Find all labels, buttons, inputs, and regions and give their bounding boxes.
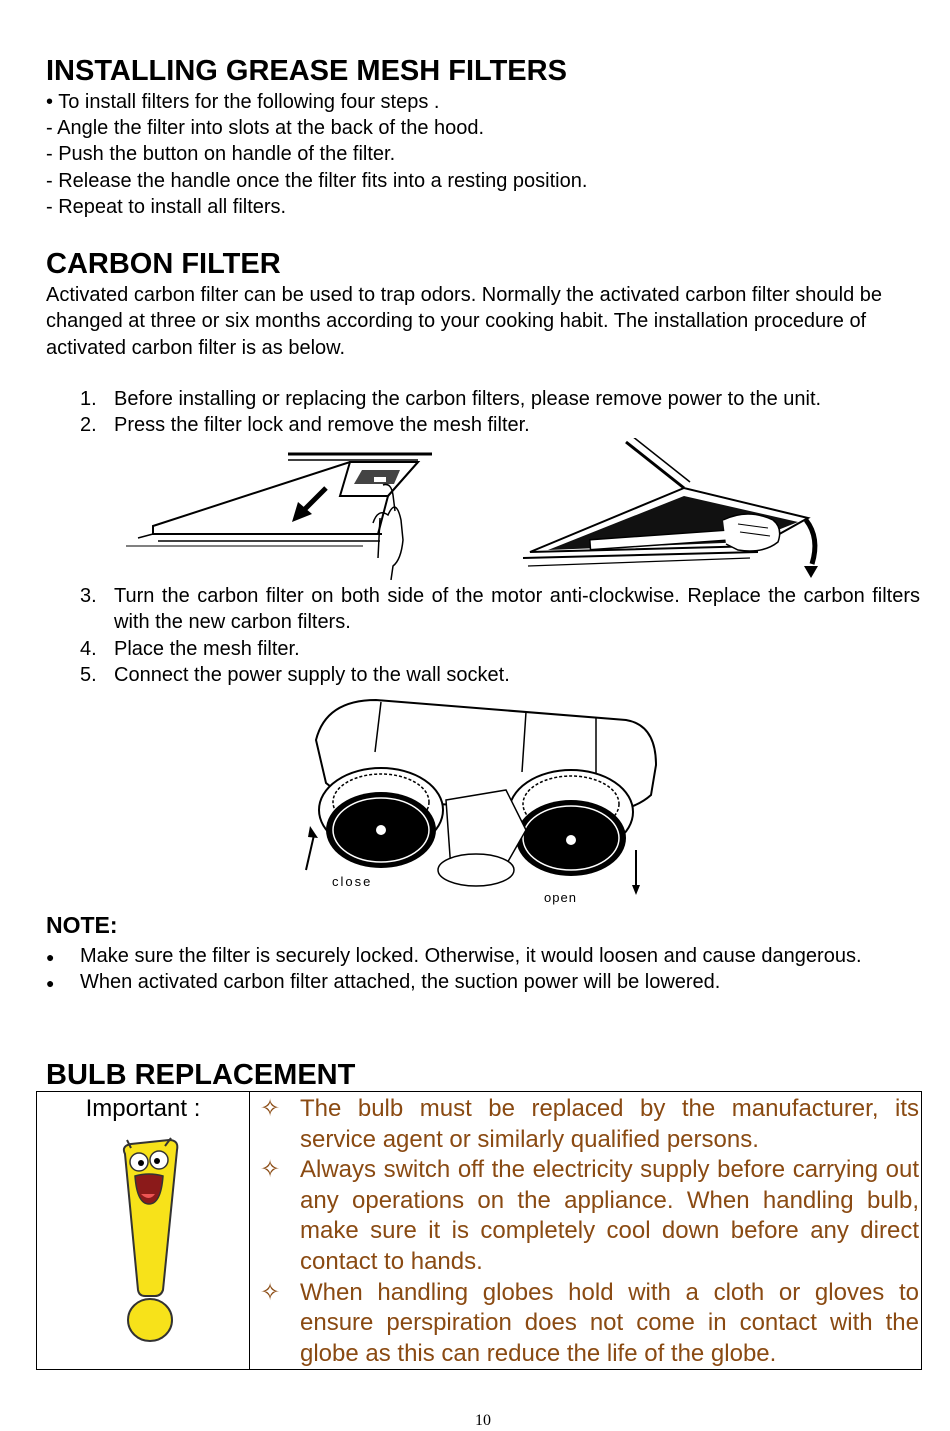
carbon-filter-intro: Activated carbon filter can be used to t… <box>46 284 883 359</box>
step-item: 4. Place the mesh filter. <box>80 636 920 662</box>
four-point-star-icon: ✧ <box>260 1278 281 1306</box>
note-item: ● When activated carbon filter attached,… <box>46 969 908 995</box>
note-text: When activated carbon filter attached, t… <box>80 971 721 994</box>
four-point-star-icon: ✧ <box>260 1156 281 1184</box>
carbon-steps-list-b: 3. Turn the carbon filter on both side of… <box>80 583 920 688</box>
heading-bulb-replacement: BULB REPLACEMENT <box>46 1059 356 1091</box>
note-text: Make sure the filter is securely locked.… <box>80 945 862 967</box>
remove-mesh-filter-illustration <box>126 438 818 580</box>
bulb-warning-item: ✧ The bulb must be replaced by the manuf… <box>250 1094 919 1155</box>
step-number: 3. <box>80 585 97 607</box>
carbon-filter-motor-illustration: close open <box>305 698 658 905</box>
step-item: 5. Connect the power supply to the wall s… <box>80 662 920 688</box>
note-heading: NOTE: <box>46 912 118 938</box>
carbon-steps-list-a: 1. Before installing or replacing the car… <box>80 386 922 439</box>
note-item: ● Make sure the filter is securely locke… <box>46 943 908 969</box>
important-label: Important : <box>85 1095 201 1122</box>
bullet-dot-icon: ● <box>46 949 55 965</box>
step-number: 2. <box>80 414 97 437</box>
step-text: Connect the power supply to the wall soc… <box>114 663 510 686</box>
step-number: 1. <box>80 388 97 410</box>
note-list: ● Make sure the filter is securely locke… <box>46 943 908 996</box>
bulb-warning-text: The bulb must be replaced by the manufac… <box>300 1095 919 1153</box>
important-box: Important : ✧ The bulb must be replaced … <box>36 1090 922 1371</box>
bulb-warning-item: ✧ When handling globes hold with a cloth… <box>250 1278 919 1370</box>
step-item: 3. Turn the carbon filter on both side of… <box>80 583 920 636</box>
install-line-2: - Angle the filter into slots at the bac… <box>46 117 485 139</box>
important-right-cell: ✧ The bulb must be replaced by the manuf… <box>249 1090 922 1371</box>
install-line-5: - Repeat to install all filters. <box>46 196 287 218</box>
install-line-3: - Push the button on handle of the filte… <box>46 143 396 165</box>
step-text: Turn the carbon filter on both side of t… <box>114 585 920 634</box>
open-label: open <box>544 890 577 905</box>
install-line-4: - Release the handle once the filter fit… <box>46 170 588 192</box>
bulb-warning-text: When handling globes hold with a cloth o… <box>300 1278 919 1367</box>
bulb-warning-item: ✧ Always switch off the electricity supp… <box>250 1155 919 1277</box>
step-item: 2. Press the filter lock and remove the m… <box>80 412 922 438</box>
four-point-star-icon: ✧ <box>260 1095 281 1122</box>
heading-grease-mesh-filters: INSTALLING GREASE MESH FILTERS <box>46 55 567 87</box>
step-text: Before installing or replacing the carbo… <box>114 388 822 410</box>
install-line-1: • To install filters for the following f… <box>46 91 440 113</box>
heading-carbon-filter: CARBON FILTER <box>46 248 281 280</box>
step-number: 5. <box>80 663 97 686</box>
close-label: close <box>332 874 372 889</box>
bulb-warning-text: Always switch off the electricity supply… <box>300 1156 919 1275</box>
page-number: 10 <box>475 1412 491 1429</box>
step-number: 4. <box>80 637 97 660</box>
important-left-cell: Important : <box>36 1090 250 1371</box>
step-text: Place the mesh filter. <box>114 637 300 660</box>
exclamation-mascot-icon <box>122 1137 179 1342</box>
step-text: Press the filter lock and remove the mes… <box>114 414 530 437</box>
step-item: 1. Before installing or replacing the car… <box>80 386 922 412</box>
bullet-dot-icon: ● <box>46 975 55 992</box>
